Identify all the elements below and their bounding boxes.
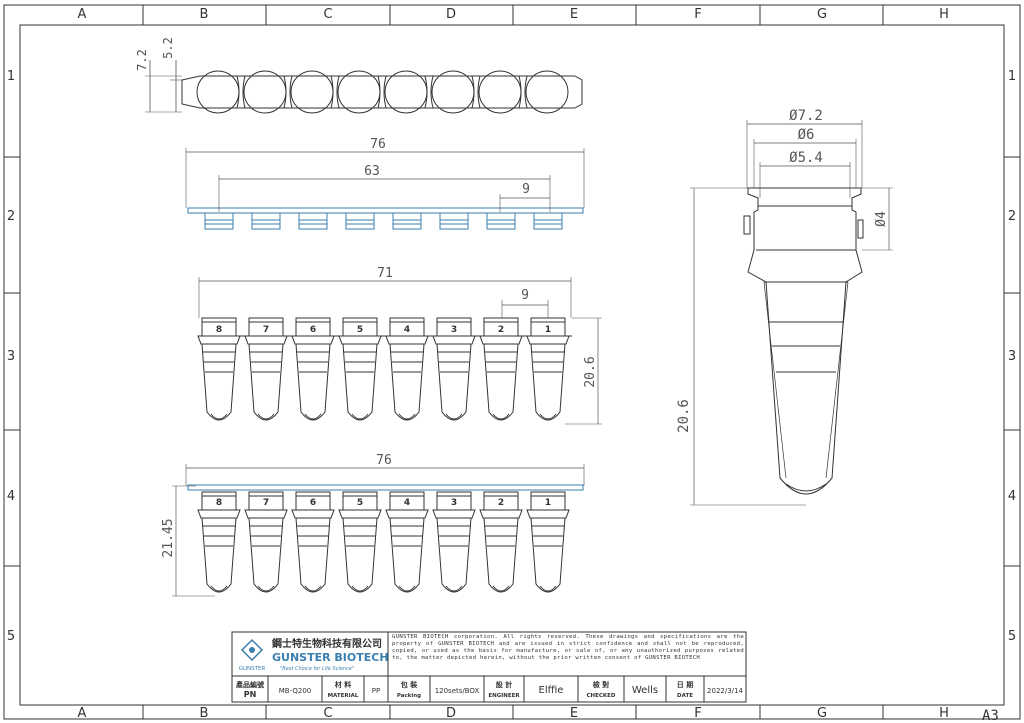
grid-col-label-top: E xyxy=(570,7,578,22)
assembly-tube-number-label: 3 xyxy=(451,498,457,508)
company-name-cn: 鋼士特生物科技有限公司 xyxy=(271,637,382,650)
grid-col-label-bottom: G xyxy=(817,706,827,721)
grid-col-label-bottom: D xyxy=(446,706,456,721)
grid-col-label-top: G xyxy=(817,7,827,22)
dim-assembly-21-45: 21.45 xyxy=(161,518,176,557)
dim-assembly-76: 76 xyxy=(376,453,392,468)
field-label-cn: 產品編號 xyxy=(235,680,264,689)
dim-cap-63: 63 xyxy=(364,164,380,179)
field-label-cn: 包 裝 xyxy=(401,680,418,689)
assembly-tube-number-label: 5 xyxy=(357,498,363,508)
tube-detail-view xyxy=(690,120,893,506)
grid-col-label-bottom: E xyxy=(570,706,578,721)
grid-col-label-bottom: A xyxy=(78,706,87,721)
field-label-cn: 日 期 xyxy=(677,680,693,689)
tube-number-label: 2 xyxy=(498,325,504,335)
grid-row-label-left: 2 xyxy=(7,209,15,224)
tube-number-label: 8 xyxy=(216,325,222,335)
grid-col-label-bottom: F xyxy=(694,706,701,721)
tube-number-label: 3 xyxy=(451,325,457,335)
gunster-logo: GUNSTER xyxy=(239,638,266,672)
tube-number-label: 7 xyxy=(263,325,269,335)
top-view-cap-strip xyxy=(145,60,583,114)
dim-cap-9: 9 xyxy=(522,182,530,197)
grid-col-label-top: D xyxy=(446,7,456,22)
grid-col-label-top: B xyxy=(200,7,209,22)
company-slogan: "Best Choice for Life Science" xyxy=(280,666,354,672)
dim-tube-20-6: 20.6 xyxy=(583,356,598,387)
grid-col-label-top: C xyxy=(323,7,332,22)
grid-row-label-left: 3 xyxy=(7,349,15,364)
field-label-en: CHECKED xyxy=(586,693,615,699)
grid-row-label-right: 4 xyxy=(1008,489,1016,504)
tube-strip-side-view xyxy=(197,277,602,425)
sheet-size-label: A3 xyxy=(982,708,999,723)
grid-row-label-right: 3 xyxy=(1008,349,1016,364)
field-value: Wells xyxy=(632,685,658,696)
cap-strip-side-view xyxy=(185,148,585,230)
title-block xyxy=(231,631,747,703)
grid-col-label-bottom: H xyxy=(939,706,949,721)
grid-ticks xyxy=(4,5,1020,719)
dim-tube-9: 9 xyxy=(521,288,529,303)
dim-detail-20-6: 20.6 xyxy=(676,399,692,433)
grid-col-label-top: F xyxy=(694,7,701,22)
grid-row-label-right: 2 xyxy=(1008,209,1016,224)
assembly-tube-number-label: 1 xyxy=(545,498,551,508)
field-label-en: ENGINEER xyxy=(488,693,520,699)
assembly-tube-number-label: 8 xyxy=(216,498,222,508)
field-value: Elffie xyxy=(539,685,564,696)
grid-row-label-right: 1 xyxy=(1008,69,1016,84)
company-name-en: GUNSTER BIOTECH xyxy=(272,651,389,664)
dim-cap-76: 76 xyxy=(370,137,386,152)
dim-top-1: 7.2 xyxy=(135,49,149,71)
assembly-tube-number-label: 7 xyxy=(263,498,269,508)
assembly-tube-number-label: 6 xyxy=(310,498,316,508)
tube-number-label: 4 xyxy=(404,325,410,335)
grid-col-label-bottom: B xyxy=(200,706,209,721)
field-value: MB-Q200 xyxy=(279,687,312,695)
grid-col-label-top: H xyxy=(939,7,949,22)
dim-detail-d4: Ø4 xyxy=(874,211,889,227)
grid-col-label-bottom: C xyxy=(323,706,332,721)
grid-row-label-right: 5 xyxy=(1008,629,1016,644)
dim-top-2: 5.2 xyxy=(161,37,175,59)
tube-number-label: 5 xyxy=(357,325,363,335)
inner-frame xyxy=(19,24,1005,706)
grid-row-label-left: 1 xyxy=(7,69,15,84)
field-label-en: Packing xyxy=(397,693,421,699)
logo-text: GUNSTER xyxy=(239,666,266,672)
dim-tube-71: 71 xyxy=(377,266,393,281)
field-label-en: PN xyxy=(244,690,257,699)
tube-number-label: 6 xyxy=(310,325,316,335)
dim-detail-d54: Ø5.4 xyxy=(789,150,823,166)
field-value: 2022/3/14 xyxy=(707,687,743,695)
field-value: 120sets/BOX xyxy=(435,687,480,695)
assembly-side-view xyxy=(172,464,585,597)
field-label-cn: 材 料 xyxy=(334,680,351,689)
copyright-notice: GUNSTER BIOTECH corporation. All rights … xyxy=(392,634,744,661)
field-label-cn: 設 計 xyxy=(496,680,512,689)
grid-row-label-left: 4 xyxy=(7,489,15,504)
outer-frame xyxy=(3,4,1021,720)
grid-col-label-top: A xyxy=(78,7,87,22)
dim-detail-d72: Ø7.2 xyxy=(789,108,823,124)
field-label-en: MATERIAL xyxy=(328,693,359,699)
assembly-tube-number-label: 4 xyxy=(404,498,410,508)
field-label-cn: 檢 對 xyxy=(593,680,609,689)
grid-labels: A A B B C C D D E E F F G G H H 1 1 2 2 3 3 4 4 5 5 xyxy=(7,7,1016,721)
assembly-tube-number-label: 2 xyxy=(498,498,504,508)
tube-number-label: 1 xyxy=(545,325,551,335)
field-label-en: DATE xyxy=(677,693,693,699)
field-value: PP xyxy=(372,687,380,695)
grid-row-label-left: 5 xyxy=(7,629,15,644)
dim-detail-d6: Ø6 xyxy=(798,127,815,143)
